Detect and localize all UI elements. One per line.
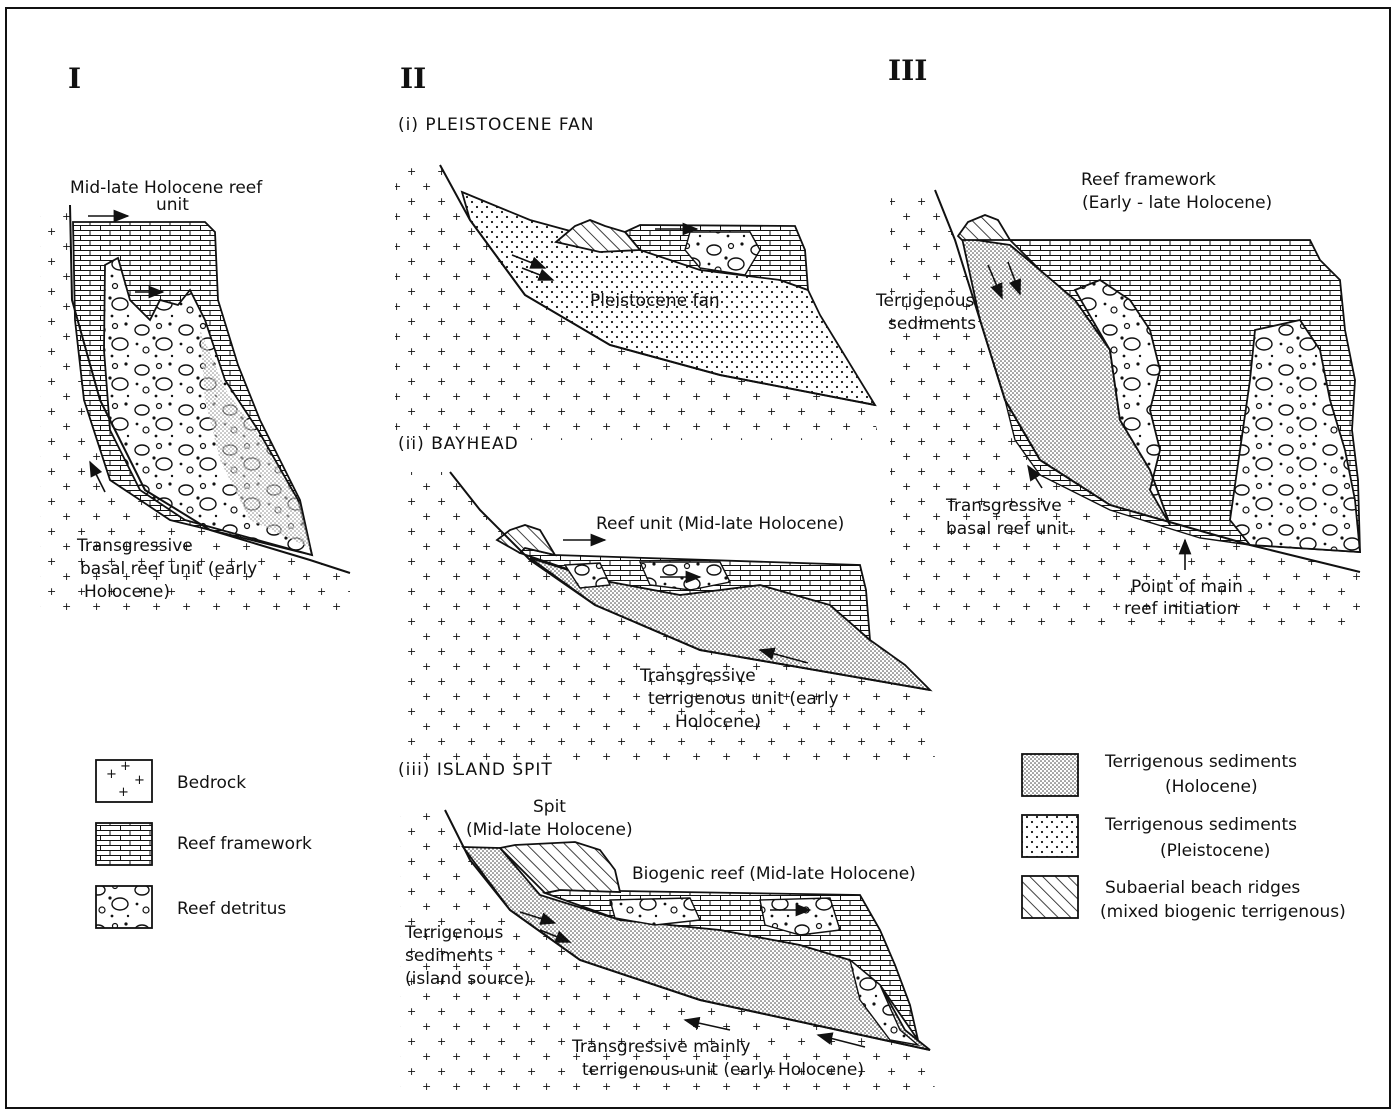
- panel-ii-c-spit-label-1: Spit: [533, 797, 566, 817]
- panel-iii-basal-label-2: basal reef unit: [946, 519, 1069, 539]
- panel-ii-a-fan-label: Pleistocene fan: [590, 291, 720, 311]
- legend-label-holocene-2: (Holocene): [1165, 777, 1258, 797]
- panel-ii-c-arrow-5: [816, 1032, 866, 1048]
- legend-item-bedrock: + + + + Bedrock: [95, 759, 246, 803]
- legend-label-bedrock: Bedrock: [177, 773, 246, 793]
- panel-i-top-label-1: Mid-late Holocene reef: [70, 178, 263, 198]
- panel-ii-c-arrow-1: [519, 911, 557, 925]
- panel-ii-c-terr-label-1: Terrigenous: [404, 923, 504, 943]
- panel-ii-a-title: (i) PLEISTOCENE FAN: [398, 115, 594, 135]
- panel-ii-a-arrow-2: [521, 267, 555, 281]
- panel-ii-numeral: II: [400, 62, 426, 95]
- panel-ii-bayhead: (ii) BAYHEAD Reef unit (Mid-late Holocen…: [398, 434, 935, 760]
- panel-ii-a-profile-line: [439, 164, 876, 406]
- legend-swatch-pleistocene: [1021, 814, 1079, 858]
- legend-swatch-bedrock: [95, 759, 153, 803]
- legend-label-pleistocene-2: (Pleistocene): [1160, 841, 1270, 861]
- panel-ii-c-spit: [498, 841, 622, 894]
- panel-ii-a-arrow-1: [511, 254, 547, 269]
- legend-item-holocene: Terrigenous sediments (Holocene): [1021, 752, 1297, 797]
- legend-label-reef-framework: Reef framework: [177, 834, 312, 854]
- panel-i-numeral: I: [68, 62, 81, 95]
- panel-iii-arrow-1: [987, 264, 1003, 300]
- panel-ii-b-trans-label-3: Holocene): [675, 712, 761, 732]
- legend-swatch-reef-framework: [95, 822, 153, 866]
- panel-ii-b-bedrock: [405, 472, 935, 760]
- legend-swatch-beach-ridges: [1021, 875, 1079, 919]
- legend-label-pleistocene-1: Terrigenous sediments: [1104, 815, 1297, 835]
- panel-ii-c-bedrock: [400, 810, 935, 1090]
- legend-label-beach-ridges-2: (mixed biogenic terrigenous): [1100, 902, 1346, 922]
- panel-ii-pleistocene-fan: (i) PLEISTOCENE FAN Pleistocene fan: [395, 115, 880, 440]
- panel-ii-c-detritus-1: [609, 897, 702, 926]
- panel-iii-terr-label-1: Terrigenous: [875, 291, 975, 311]
- panel-iii-beach-ridge: [956, 214, 1012, 241]
- legend-item-pleistocene: Terrigenous sediments (Pleistocene): [1021, 814, 1297, 861]
- panel-ii-b-trans-label-2: terrigenous unit (early: [648, 689, 839, 709]
- legend-item-reef-detritus: Reef detritus: [95, 885, 286, 929]
- panel-ii-a-detritus: [684, 231, 761, 276]
- panel-ii-island-spit: (iii) ISLAND SPIT Spit (Mid-late Holocen…: [398, 760, 935, 1090]
- panel-iii-bedrock: [890, 190, 1360, 630]
- panel-iii-detritus-1: [1073, 278, 1171, 526]
- panel-i-bedrock: [40, 205, 350, 612]
- panel-ii-c-profile-line: [444, 809, 931, 1051]
- panel-iii-profile-line: [934, 189, 1361, 573]
- panel-iii-top-label-1: Reef framework: [1081, 170, 1216, 190]
- legend-swatch-reef-detritus: [95, 885, 153, 929]
- legend-item-reef-framework: Reef framework: [95, 822, 312, 866]
- legend-left: + + + + Bedrock Reef framework Reef detr…: [95, 759, 312, 929]
- panel-ii-b-reef-label: Reef unit (Mid-late Holocene): [596, 514, 844, 534]
- panel-ii-c-terr-label-3: (island source): [405, 969, 530, 989]
- panel-ii-a-bedrock: [395, 165, 880, 440]
- legend-right: Terrigenous sediments (Holocene) Terrige…: [1021, 752, 1346, 922]
- panel-iii: III Reef framework (Early - late Holocen…: [875, 54, 1361, 630]
- panel-ii-c-title: (iii) ISLAND SPIT: [398, 760, 553, 780]
- panel-iii-top-label-2: (Early - late Holocene): [1082, 193, 1272, 213]
- panel-i-bottom-label-3: Holocene): [84, 582, 170, 602]
- legend-label-reef-detritus: Reef detritus: [177, 899, 286, 919]
- panel-ii-c-spit-label-2: (Mid-late Holocene): [466, 820, 633, 840]
- svg-text:+: +: [134, 773, 145, 788]
- panel-i-top-label-2: unit: [156, 195, 189, 215]
- panel-iii-point-label-1: Point of main: [1131, 577, 1243, 597]
- legend-swatch-holocene: [1021, 753, 1079, 797]
- panel-i-detritus-stipple: [200, 330, 310, 548]
- svg-text:+: +: [106, 767, 117, 782]
- panel-ii-c-arrow-2: [539, 929, 572, 943]
- panel-i-profile-line: [69, 204, 351, 574]
- panel-ii-b-detritus-2: [638, 561, 732, 591]
- panel-ii-c-terr-label-2: sediments: [405, 946, 493, 966]
- figure-frame: [5, 7, 1391, 1109]
- svg-text:+: +: [118, 785, 129, 800]
- panel-iii-numeral: III: [888, 54, 927, 87]
- panel-ii-b-trans-label-1: Transgressive: [639, 666, 756, 686]
- legend-item-beach-ridges: Subaerial beach ridges (mixed biogenic t…: [1021, 875, 1346, 922]
- panel-ii-c-trans-label-1: Transgressive mainly: [571, 1037, 750, 1057]
- panel-ii-c-detritus-2: [759, 897, 841, 936]
- panel-i-bottom-label-1: Transgressive: [76, 536, 193, 556]
- panel-i-arrow-bottom: [89, 460, 106, 493]
- panel-ii-c-detritus-3: [848, 958, 921, 1047]
- panel-ii-a-beach-ridge: [554, 219, 642, 253]
- panel-iii-terr-label-2: sediments: [888, 314, 976, 334]
- panel-iii-arrow-3: [1027, 464, 1043, 489]
- panel-i-bottom-label-2: basal reef unit (early: [80, 559, 257, 579]
- panel-ii-b-profile-line: [449, 471, 931, 691]
- panel-iii-basal-label-1: Transgressive: [945, 496, 1062, 516]
- panel-ii-b-title: (ii) BAYHEAD: [398, 434, 519, 454]
- panel-iii-detritus-2: [1229, 318, 1361, 553]
- panel-ii-b-arrow-trans: [758, 647, 809, 664]
- svg-text:+: +: [120, 759, 131, 774]
- panel-i: I Mid-late Holocene reef unit Transgress…: [40, 62, 351, 612]
- legend-label-beach-ridges-1: Subaerial beach ridges: [1105, 878, 1300, 898]
- legend-label-holocene-1: Terrigenous sediments: [1104, 752, 1297, 772]
- panel-iii-arrow-2: [1007, 261, 1021, 296]
- panel-ii-c-trans-label-2: terrigenous unit (early Holocene): [582, 1060, 864, 1080]
- panel-ii-b-detritus: [563, 562, 612, 589]
- panel-ii-c-reef-label: Biogenic reef (Mid-late Holocene): [632, 864, 916, 884]
- panel-ii-c-arrow-4: [683, 1016, 731, 1031]
- panel-iii-point-label-2: reef initiation: [1124, 599, 1238, 619]
